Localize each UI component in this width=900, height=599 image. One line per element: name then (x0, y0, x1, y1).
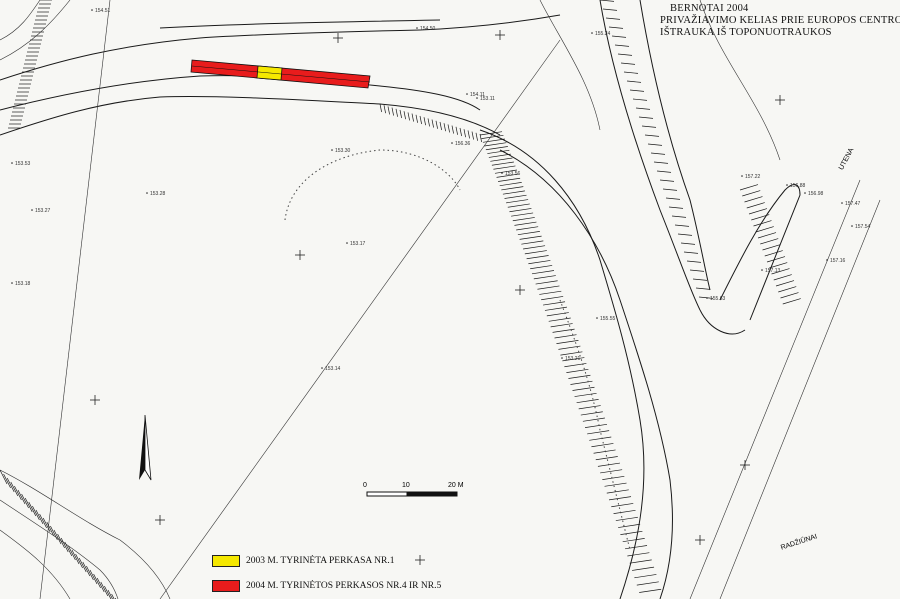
elevation-label: 156.36 (455, 141, 471, 147)
elevation-label: 155.55 (600, 316, 616, 322)
elevation-labels: 154.51 154.50 154.11 153.27 153.28 153.18 153.… (11, 8, 871, 372)
legend-swatch-red (212, 580, 240, 592)
elevation-label: 156.98 (808, 191, 824, 197)
elevation-label: 157.16 (830, 258, 846, 264)
elevation-label: 157.13 (765, 268, 781, 274)
elevation-label: 154.11 (470, 92, 485, 98)
trench-markers (190, 59, 371, 89)
elevation-label: 157.54 (855, 224, 871, 230)
embankment-hatching (0, 0, 801, 599)
slope-edges (479, 0, 801, 599)
elevation-point (804, 192, 806, 194)
elevation-label: 154.51 (95, 8, 111, 14)
legend-item-yellow: 2003 M. TYRINĖTA PERKASA NR.1 (212, 555, 394, 567)
elevation-point (851, 225, 853, 227)
elevation-label: 157.22 (745, 174, 761, 180)
elevation-point (591, 32, 593, 34)
elevation-point (416, 27, 418, 29)
elevation-point (146, 192, 148, 194)
elevation-label: 153.18 (15, 281, 31, 287)
elevation-point (596, 317, 598, 319)
legend-item-red: 2004 M. TYRINĖTOS PERKASOS NR.4 IR NR.5 (212, 580, 441, 592)
elevation-label: 153.21 (565, 356, 581, 362)
dotted-contour (284, 149, 461, 221)
survey-lines (0, 0, 881, 599)
title-line-2: PRIVAŽIAVIMO KELIAS PRIE EUROPOS CENTRO (660, 15, 900, 26)
elevation-point (91, 9, 93, 11)
elevation-label: 153.56 (505, 171, 521, 177)
elevation-label: 153.14 (325, 366, 341, 372)
elevation-point (786, 184, 788, 186)
elevation-point (11, 282, 13, 284)
scale-bar (366, 491, 458, 497)
elevation-label: 155.63 (710, 296, 726, 302)
elevation-point (761, 269, 763, 271)
dotted-contour-2 (559, 299, 631, 551)
legend-label-yellow: 2003 M. TYRINĖTA PERKASA NR.1 (246, 556, 395, 566)
legend-label-red: 2004 M. TYRINĖTOS PERKASOS NR.4 IR NR.5 (246, 581, 442, 591)
north-arrow-icon (139, 414, 152, 481)
elevation-label: 153.27 (35, 208, 51, 214)
elevation-point (841, 202, 843, 204)
legend-swatch-yellow (212, 555, 240, 567)
upper-road (0, 14, 561, 136)
elevation-label: 153.17 (350, 241, 366, 247)
title-line-3: IŠTRAUKA IŠ TOPONUOTRAUKOS (660, 27, 832, 38)
elevation-point (11, 162, 13, 164)
title-line-1: BERNOTAI 2004 (670, 3, 749, 14)
elevation-point (346, 242, 348, 244)
elevation-point (331, 149, 333, 151)
elevation-point (451, 142, 453, 144)
elevation-point (501, 172, 503, 174)
elevation-label: 154.50 (420, 26, 436, 32)
elevation-point (741, 175, 743, 177)
elevation-point (706, 297, 708, 299)
scale-label-10: 10 (402, 482, 410, 489)
elevation-label: 153.30 (335, 148, 351, 154)
elevation-point (561, 357, 563, 359)
elevation-point (31, 209, 33, 211)
elevation-label: 157.47 (845, 201, 861, 207)
elevation-label: 155.24 (595, 31, 611, 37)
elevation-label: 153.53 (15, 161, 31, 167)
elevation-point (476, 97, 478, 99)
elevation-label: 156.88 (790, 183, 806, 189)
elevation-point (466, 93, 468, 95)
elevation-label: 153.28 (150, 191, 166, 197)
scale-label-0: 0 (363, 482, 367, 489)
scale-label-20: 20 M (448, 482, 464, 489)
elevation-label: 153.11 (480, 96, 495, 102)
elevation-point (826, 259, 828, 261)
grid-crosses (90, 30, 785, 565)
map-title: BERNOTAI 2004 PRIVAŽIAVIMO KELIAS PRIE E… (660, 3, 900, 39)
elevation-point (321, 367, 323, 369)
